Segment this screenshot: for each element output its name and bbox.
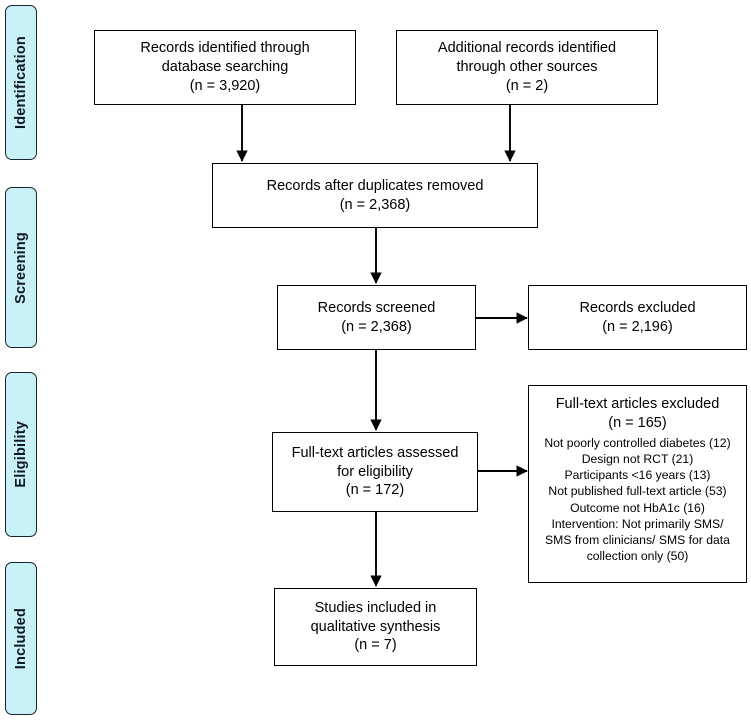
node-line: (n = 172) [345, 482, 405, 499]
exclusion-reason: Participants <16 years (13) [564, 468, 711, 483]
node-additional-records: Additional records identified through ot… [396, 30, 658, 105]
stage-identification: Identification [5, 5, 37, 160]
node-line: Records identified through [140, 40, 310, 57]
stage-eligibility-label: Eligibility [12, 421, 29, 488]
exclusion-reason: Design not RCT (21) [581, 451, 694, 466]
node-line: qualitative synthesis [310, 618, 441, 635]
node-line: (n = 3,920) [189, 77, 261, 94]
node-line: through other sources [456, 59, 598, 76]
exclusion-reason: Outcome not HbA1c (16) [570, 500, 705, 515]
node-line: Full-text articles assessed [291, 444, 459, 461]
node-line: Full-text articles excluded [555, 396, 720, 412]
stage-eligibility: Eligibility [5, 372, 37, 537]
node-records-screened: Records screened (n = 2,368) [277, 285, 476, 350]
node-line: Records screened [317, 299, 436, 316]
node-line: Additional records identified [437, 40, 617, 57]
node-line: (n = 165) [608, 414, 667, 431]
stage-screening-label: Screening [12, 231, 29, 304]
exclusion-reason: collection only (50) [586, 549, 689, 564]
node-studies-included: Studies included in qualitative synthesi… [274, 588, 477, 666]
stage-included-label: Included [12, 607, 29, 670]
stage-identification-label: Identification [12, 35, 29, 130]
exclusion-reason: Intervention: Not primarily SMS/ [551, 516, 724, 531]
node-records-identified-database: Records identified through database sear… [94, 30, 356, 105]
node-line: Records after duplicates removed [266, 177, 484, 194]
node-line: (n = 2,368) [341, 318, 412, 335]
node-line: (n = 2) [505, 77, 549, 94]
node-records-excluded: Records excluded (n = 2,196) [528, 285, 747, 350]
node-line: Records excluded [579, 299, 696, 316]
node-line: Studies included in [314, 599, 437, 616]
node-fulltext-articles-assessed: Full-text articles assessed for eligibil… [272, 432, 478, 512]
node-line: (n = 2,368) [339, 196, 411, 213]
exclusion-reason: SMS from clinicians/ SMS for data [545, 533, 730, 547]
node-line: for eligibility [337, 463, 413, 480]
node-fulltext-articles-excluded: Full-text articles excluded (n = 165) No… [528, 385, 747, 583]
node-line: database searching [161, 59, 289, 76]
node-line: (n = 7) [354, 637, 397, 654]
stage-screening: Screening [5, 187, 37, 348]
node-records-after-duplicates-removed: Records after duplicates removed (n = 2,… [212, 163, 538, 228]
node-line: (n = 2,196) [602, 318, 673, 335]
stage-included: Included [5, 562, 37, 715]
exclusion-reason-list: Not poorly controlled diabetes (12) Desi… [544, 435, 730, 565]
exclusion-reason: Not published full-text article (53) [548, 484, 727, 499]
exclusion-reason: Not poorly controlled diabetes (12) [544, 435, 731, 450]
